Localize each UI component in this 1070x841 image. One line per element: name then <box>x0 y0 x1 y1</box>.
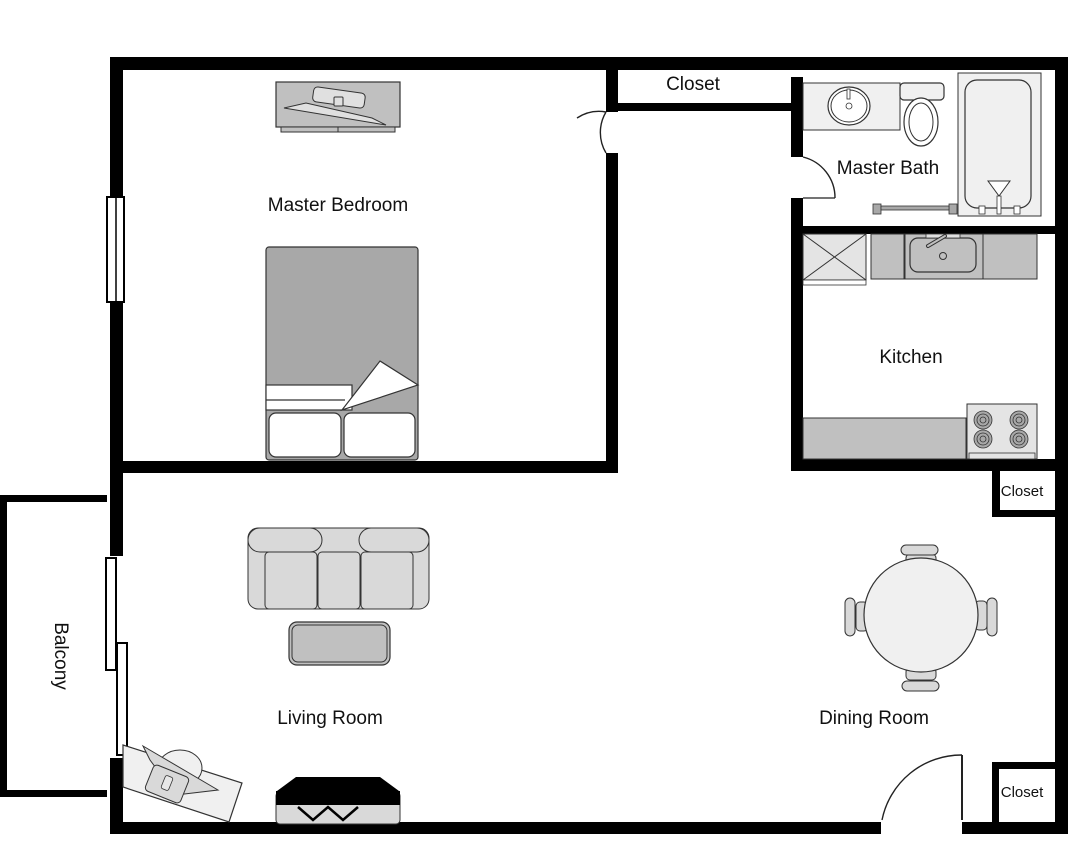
room-label-master-bath: Master Bath <box>837 158 939 179</box>
wall-bath-kitchen-left <box>791 198 803 471</box>
wall-top <box>110 57 1068 70</box>
walls <box>0 57 1068 834</box>
wall-left-2 <box>110 302 123 556</box>
bath-door[interactable] <box>791 156 836 199</box>
room-label-master-bedroom: Master Bedroom <box>268 195 408 216</box>
wall-balcony-top <box>0 495 107 502</box>
wall-bedroom-bottom <box>110 461 618 473</box>
wall-closet-bottom-top <box>992 762 1068 769</box>
wall-bath-left-top <box>791 77 803 157</box>
wall-left-3 <box>110 758 123 834</box>
room-label-living-room: Living Room <box>277 708 383 729</box>
entry-door[interactable] <box>881 754 963 821</box>
desk-with-chair <box>122 744 243 823</box>
wall-closet-mid-bottom <box>992 510 1068 517</box>
wall-bath-kitchen-divider <box>791 226 1068 234</box>
bath-vanity-sink <box>802 82 901 131</box>
wall-closet-mid-left <box>992 471 1000 517</box>
room-label-kitchen: Kitchen <box>879 347 942 368</box>
bed <box>265 246 420 461</box>
wall-right <box>1055 60 1068 833</box>
wall-bottom-left <box>110 822 881 834</box>
coffee-table <box>288 621 391 666</box>
room-label-closet-bottom-right: Closet <box>1001 784 1044 801</box>
wall-balcony-bottom <box>0 790 107 797</box>
wall-balcony-left <box>0 495 7 797</box>
wall-bedroom-right <box>606 153 618 473</box>
towel-bar <box>872 203 958 215</box>
room-label-dining-room: Dining Room <box>819 708 929 729</box>
wall-closet-bottom-left <box>992 762 999 832</box>
wall-kitchen-bottom <box>791 459 1068 471</box>
dresser-tv <box>275 81 401 133</box>
bedroom-door[interactable] <box>576 110 618 154</box>
kitchen-counter-bottom <box>802 417 967 460</box>
stove <box>966 403 1038 460</box>
bathtub <box>957 72 1042 217</box>
balcony-sliding-door[interactable] <box>105 557 128 756</box>
dining-table-with-chairs <box>844 544 998 692</box>
wall-bedroom-right-top <box>606 60 618 112</box>
wall-bottom-right <box>962 822 1068 834</box>
bedroom-window <box>106 196 125 303</box>
refrigerator <box>802 233 867 286</box>
room-label-closet-mid-right: Closet <box>1001 483 1044 500</box>
wall-closet-top-bottom <box>606 103 802 111</box>
kitchen-sink <box>909 233 977 273</box>
toilet <box>899 82 945 147</box>
room-label-closet-top: Closet <box>666 74 721 95</box>
room-label-balcony: Balcony <box>50 622 71 690</box>
sofa <box>247 527 430 610</box>
tv-stand <box>275 777 401 825</box>
wall-left-1 <box>110 57 123 197</box>
